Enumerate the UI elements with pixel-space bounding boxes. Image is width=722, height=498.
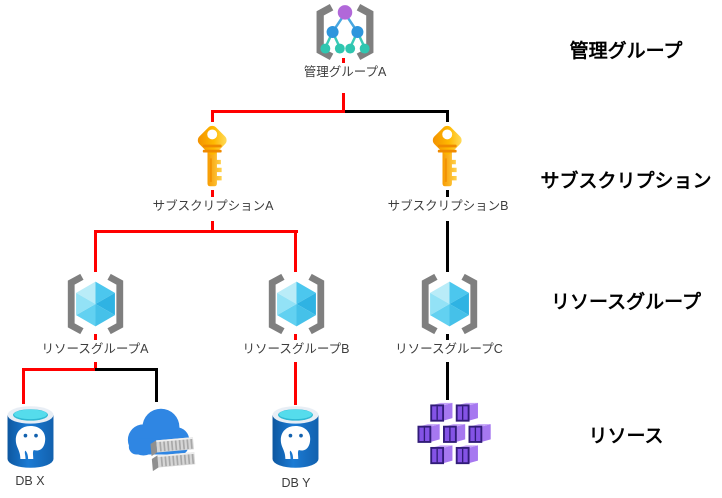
resource-group-c-icon <box>413 270 486 338</box>
level-label-resource-group: リソースグループ <box>551 292 701 313</box>
database-y-postgresql-icon <box>272 406 319 468</box>
connector-to-sub-a <box>211 110 214 122</box>
resource-group-b-label: リソースグループB <box>224 340 368 362</box>
connector-to-rg-a <box>94 230 97 272</box>
resource-group-b-icon <box>260 270 333 338</box>
cloud-containers-icon <box>120 400 198 472</box>
connector-sub-a-split <box>94 230 298 233</box>
database-x-postgresql-icon <box>7 406 54 468</box>
connector-to-rg-b <box>294 230 297 272</box>
management-group-a-label: 管理グループA <box>273 63 417 93</box>
connector-sub-b-to-rg-c <box>446 190 449 272</box>
resource-group-a-label: リソースグループA <box>23 340 167 362</box>
purple-containers-cluster-icon <box>414 402 496 470</box>
connector-rg-a-split-right <box>95 368 158 371</box>
resource-group-c-label: リソースグループC <box>377 340 521 362</box>
connector-mg-split-left <box>212 110 345 113</box>
db-x-label: DB X <box>2 472 58 488</box>
resource-group-a-icon <box>59 270 132 338</box>
level-label-management-group: 管理グループ <box>569 41 683 62</box>
connector-to-sub-b <box>446 110 449 122</box>
connector-rg-a-split-left <box>22 368 97 371</box>
subscription-a-key-icon <box>195 123 229 187</box>
level-label-subscription: サブスクリプション <box>540 171 712 192</box>
subscription-b-label: サブスクリプションB <box>376 197 520 221</box>
db-y-label: DB Y <box>268 474 324 490</box>
connector-rg-b-to-db-y <box>294 334 297 405</box>
management-group-icon <box>308 2 382 62</box>
subscription-b-key-icon <box>430 123 464 187</box>
connector-mg-split-right <box>345 110 449 113</box>
connector-rg-c-to-containers <box>446 334 449 400</box>
level-label-resource: リソース <box>588 426 664 447</box>
subscription-a-label: サブスクリプションA <box>141 197 285 221</box>
connector-to-cloud <box>155 368 158 402</box>
connector-to-db-x <box>22 368 25 404</box>
